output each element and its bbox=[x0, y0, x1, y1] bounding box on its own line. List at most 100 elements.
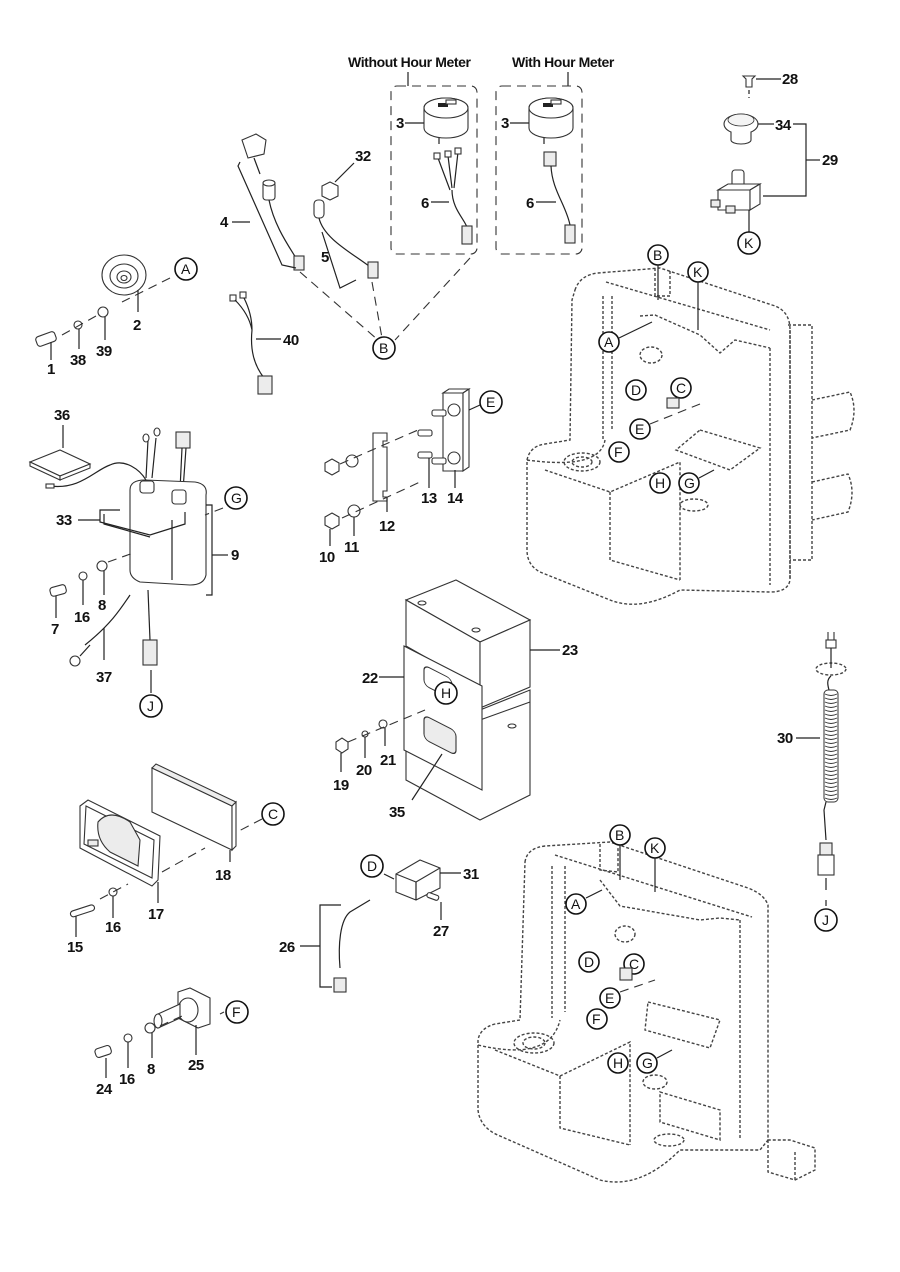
part-label-7: 7 bbox=[51, 621, 59, 638]
part-label-3: 3 bbox=[396, 115, 404, 132]
horn-assembly: 2 A 1 38 39 bbox=[35, 254, 198, 378]
part-label-18: 18 bbox=[215, 867, 231, 884]
part-label-29: 29 bbox=[822, 152, 838, 169]
svg-text:E: E bbox=[486, 394, 495, 410]
coil-loop bbox=[824, 741, 838, 744]
part-label-3: 3 bbox=[501, 115, 509, 132]
leader-dash bbox=[299, 271, 379, 341]
callout-K: K bbox=[687, 261, 709, 283]
callout-J: J bbox=[139, 694, 163, 718]
coil-loop bbox=[824, 725, 838, 728]
callout-E: E bbox=[629, 418, 651, 440]
callout-H: H bbox=[649, 472, 671, 494]
svg-text:G: G bbox=[642, 1055, 653, 1071]
screw-27 bbox=[426, 892, 440, 901]
callout-B: B bbox=[647, 244, 669, 266]
charger-9 bbox=[129, 479, 207, 586]
part-label-14: 14 bbox=[447, 490, 464, 507]
svg-text:A: A bbox=[571, 896, 581, 912]
coil-loop bbox=[824, 737, 838, 740]
hour-meter-3-right bbox=[528, 97, 574, 144]
coil-loop bbox=[824, 781, 838, 784]
plate-22 bbox=[403, 645, 483, 791]
svg-text:H: H bbox=[655, 475, 665, 491]
washer-39 bbox=[97, 306, 109, 318]
coil-loop bbox=[824, 713, 838, 716]
svg-text:C: C bbox=[629, 956, 639, 972]
svg-text:G: G bbox=[684, 475, 695, 491]
part-label-24: 24 bbox=[96, 1081, 113, 1098]
part-label-8: 8 bbox=[147, 1061, 155, 1078]
coil-loop bbox=[824, 785, 838, 788]
coil-loop bbox=[824, 693, 838, 696]
part-label-34: 34 bbox=[775, 117, 792, 134]
part-label-16: 16 bbox=[119, 1071, 135, 1088]
part-label-23: 23 bbox=[562, 642, 578, 659]
callout-A: A bbox=[174, 257, 198, 281]
controller-18 bbox=[151, 767, 233, 851]
harness-40 bbox=[229, 291, 273, 395]
coil-loop bbox=[824, 709, 838, 712]
part-label-1: 1 bbox=[47, 361, 55, 378]
without-hour-meter-box bbox=[390, 85, 478, 255]
screw-15 bbox=[69, 904, 96, 918]
truck-frame-upper: B K A D C E F bbox=[526, 244, 855, 605]
part-label-28: 28 bbox=[782, 71, 798, 88]
svg-text:D: D bbox=[367, 858, 377, 874]
callout-B: B bbox=[372, 336, 396, 360]
coiled-cable-30 bbox=[823, 689, 839, 803]
callout-A: A bbox=[565, 893, 587, 915]
callout-G: G bbox=[224, 486, 248, 510]
part-label-9: 9 bbox=[231, 547, 239, 564]
window-35 bbox=[423, 716, 457, 755]
callout-F: F bbox=[225, 1000, 249, 1024]
part-label-19: 19 bbox=[333, 777, 349, 794]
washer-8 bbox=[144, 1022, 156, 1034]
bolt-7 bbox=[49, 584, 67, 597]
part-label-6: 6 bbox=[526, 195, 534, 212]
part-label-8: 8 bbox=[98, 597, 106, 614]
svg-text:B: B bbox=[615, 827, 624, 843]
svg-text:C: C bbox=[268, 806, 278, 822]
part-label-16: 16 bbox=[105, 919, 121, 936]
part-label-35: 35 bbox=[389, 804, 405, 821]
callout-F: F bbox=[586, 1008, 608, 1030]
charger-assembly: 36 9 33 G 7 16 8 bbox=[28, 407, 248, 718]
harness-6-left bbox=[433, 147, 473, 245]
svg-text:E: E bbox=[605, 990, 614, 1006]
with-hour-meter-box bbox=[495, 85, 583, 255]
fuse-holder-assembly: E 14 13 12 10 11 bbox=[319, 387, 503, 566]
coil-loop bbox=[824, 745, 838, 748]
key-switch-assembly: 4 32 5 40 B bbox=[220, 133, 471, 395]
coil-loop bbox=[824, 717, 838, 720]
washer-21 bbox=[378, 719, 388, 729]
coil-loop bbox=[824, 761, 838, 764]
controller-cover-assembly: 23 22 H 35 19 20 21 bbox=[333, 579, 578, 821]
bolt-1 bbox=[35, 331, 57, 347]
callout-D: D bbox=[360, 854, 384, 878]
part-label-38: 38 bbox=[70, 352, 86, 369]
svg-text:K: K bbox=[650, 840, 660, 856]
coil-loop bbox=[824, 777, 838, 780]
cable-37 bbox=[84, 594, 131, 646]
svg-text:D: D bbox=[631, 382, 641, 398]
callout-C: C bbox=[670, 377, 692, 399]
power-cord-assembly: J 30 bbox=[777, 632, 847, 932]
relay-assembly: 31 D 27 26 bbox=[279, 854, 479, 993]
part-label-36: 36 bbox=[54, 407, 70, 424]
grommet-32 bbox=[321, 181, 339, 201]
svg-text:A: A bbox=[604, 334, 614, 350]
callout-C: C bbox=[261, 802, 285, 826]
screw-13 bbox=[417, 429, 433, 437]
leader-dash bbox=[394, 257, 471, 341]
svg-text:B: B bbox=[379, 340, 388, 356]
coil-loop bbox=[824, 797, 838, 800]
nut-10 bbox=[324, 458, 340, 476]
part-label-20: 20 bbox=[356, 762, 372, 779]
coil-loop bbox=[824, 753, 838, 756]
coil-loop bbox=[824, 757, 838, 760]
coil-loop bbox=[824, 749, 838, 752]
svg-text:H: H bbox=[441, 685, 451, 701]
coil-loop bbox=[824, 697, 838, 700]
svg-text:F: F bbox=[592, 1011, 601, 1027]
